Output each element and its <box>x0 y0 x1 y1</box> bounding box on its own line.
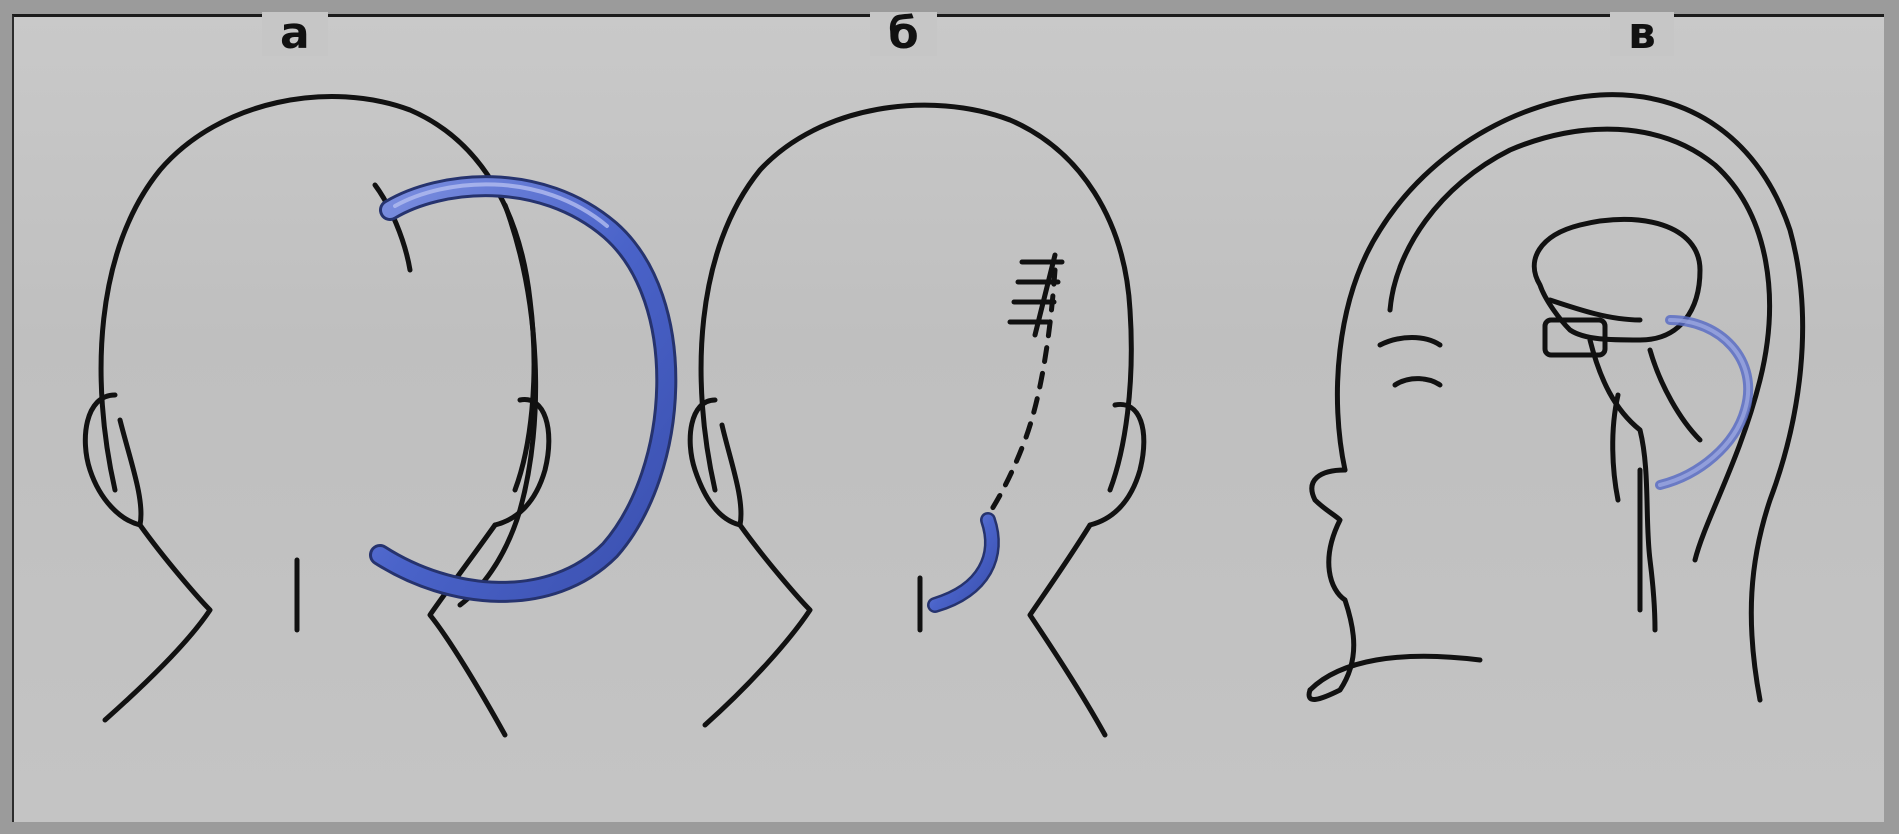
panel-b-shunt-tube <box>935 520 992 605</box>
panel-v-head-sagittal-icon <box>1309 95 1803 700</box>
panel-a-shunt-tube <box>380 184 666 592</box>
panel-b-head-back-sutured-icon <box>690 105 1144 735</box>
